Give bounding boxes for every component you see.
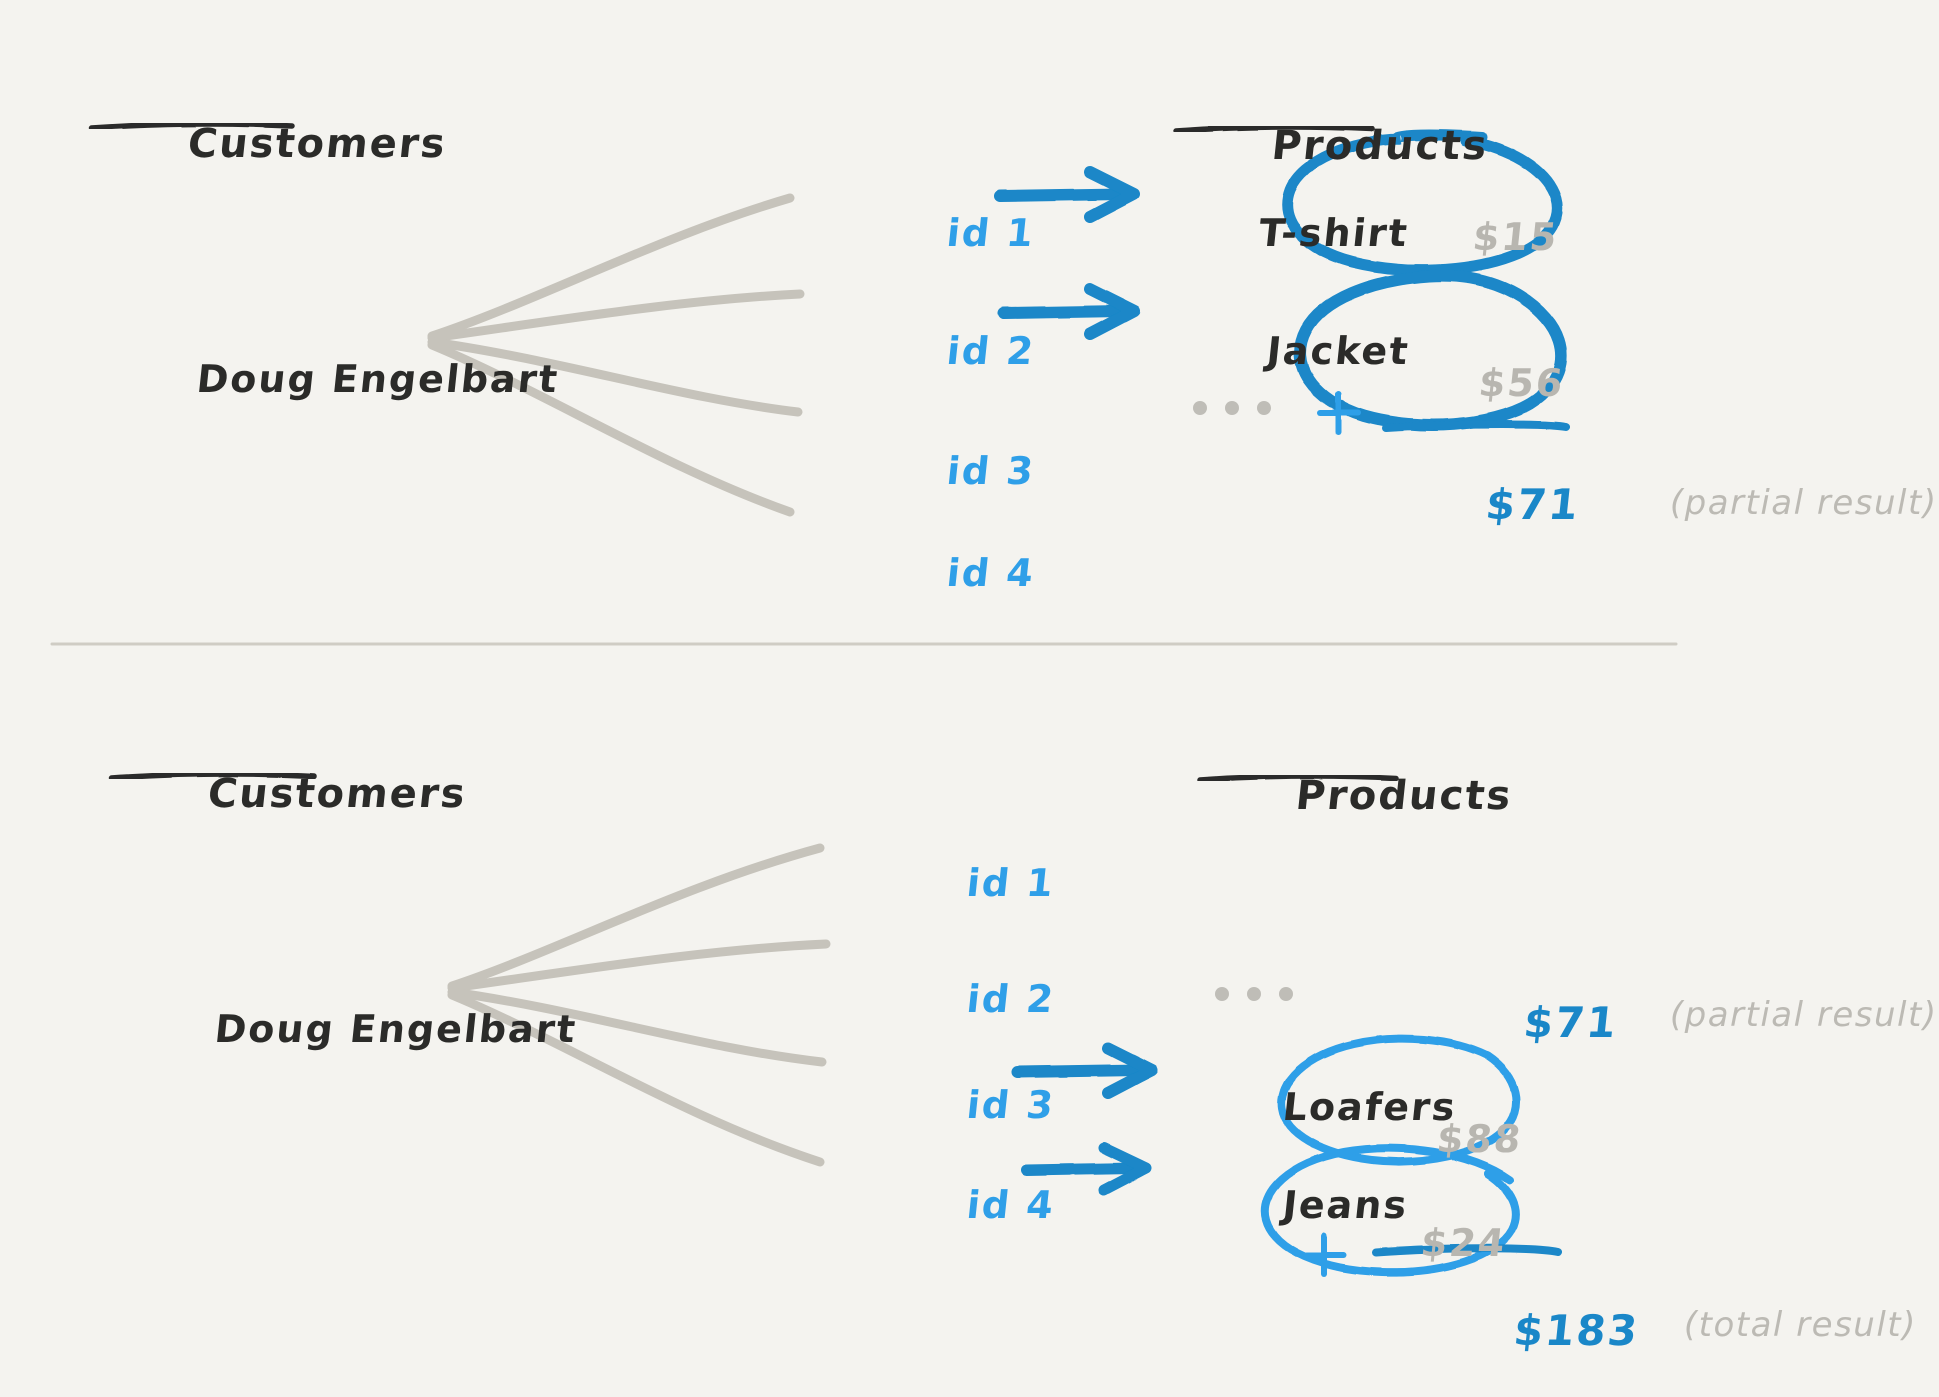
panel-top-customers-header: Customers <box>185 121 449 167</box>
panel-bottom-id-2[interactable]: id 2 <box>965 977 1058 1021</box>
panel-bottom-id-3[interactable]: id 3 <box>965 1083 1058 1127</box>
panel-top-price-tshirt: $15 <box>1471 215 1562 259</box>
panel-bottom-price-loafers: $88 <box>1435 1117 1526 1161</box>
panel-bottom-id-4[interactable]: id 4 <box>965 1183 1058 1227</box>
panel-bottom-customer-name: Doug Engelbart <box>213 1007 580 1051</box>
panel-top-id-1[interactable]: id 1 <box>945 211 1038 255</box>
panel-top-id-2[interactable]: id 2 <box>945 329 1038 373</box>
ellipsis-dots-bottom <box>1215 987 1293 1001</box>
panel-bottom-sum-value: $183 <box>1511 1306 1642 1355</box>
panel-top-id-3[interactable]: id 3 <box>945 449 1038 493</box>
panel-bottom-id-1[interactable]: id 1 <box>965 861 1058 905</box>
panel-bottom-carried-note: (partial result) <box>1669 995 1938 1035</box>
panel-bottom-sum-note: (total result) <box>1683 1305 1917 1345</box>
panel-bottom-products-header: Products <box>1293 773 1515 819</box>
panel-top-sum-value: $71 <box>1483 480 1583 529</box>
panel-top-id-4[interactable]: id 4 <box>945 551 1038 595</box>
panel-top-product-jacket: Jacket <box>1265 329 1413 373</box>
panel-bottom-customers-header: Customers <box>205 771 469 817</box>
panel-top-sum-note: (partial result) <box>1669 483 1938 523</box>
panel-top-price-jacket: $56 <box>1477 361 1568 405</box>
panel-top-product-tshirt: T-shirt <box>1257 211 1412 255</box>
panel-top-customer-name: Doug Engelbart <box>195 357 562 401</box>
